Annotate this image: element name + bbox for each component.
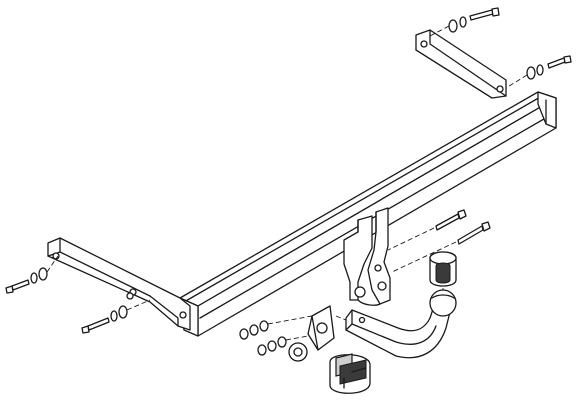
crossbar — [179, 91, 557, 337]
bolts-nuts-washers — [5, 7, 572, 356]
electrical-socket — [329, 353, 371, 394]
bolt-center-1 — [435, 209, 467, 231]
washer-stack-upper — [239, 320, 269, 340]
bolt-left-upper — [5, 267, 48, 294]
bolt-left-lower — [81, 292, 134, 334]
bolt-top-right — [448, 7, 500, 33]
bolt-center-2 — [457, 221, 491, 245]
washer-stack-lower — [257, 336, 287, 356]
bolt-right-side — [526, 55, 572, 80]
detachable-towball — [345, 289, 457, 359]
right-mounting-bracket — [415, 29, 507, 99]
assembly-guide-lines — [46, 25, 528, 341]
center-receiver-plates — [343, 207, 391, 306]
ball-cap — [429, 251, 457, 287]
socket-plate — [288, 305, 335, 362]
left-mounting-bracket — [47, 237, 191, 331]
